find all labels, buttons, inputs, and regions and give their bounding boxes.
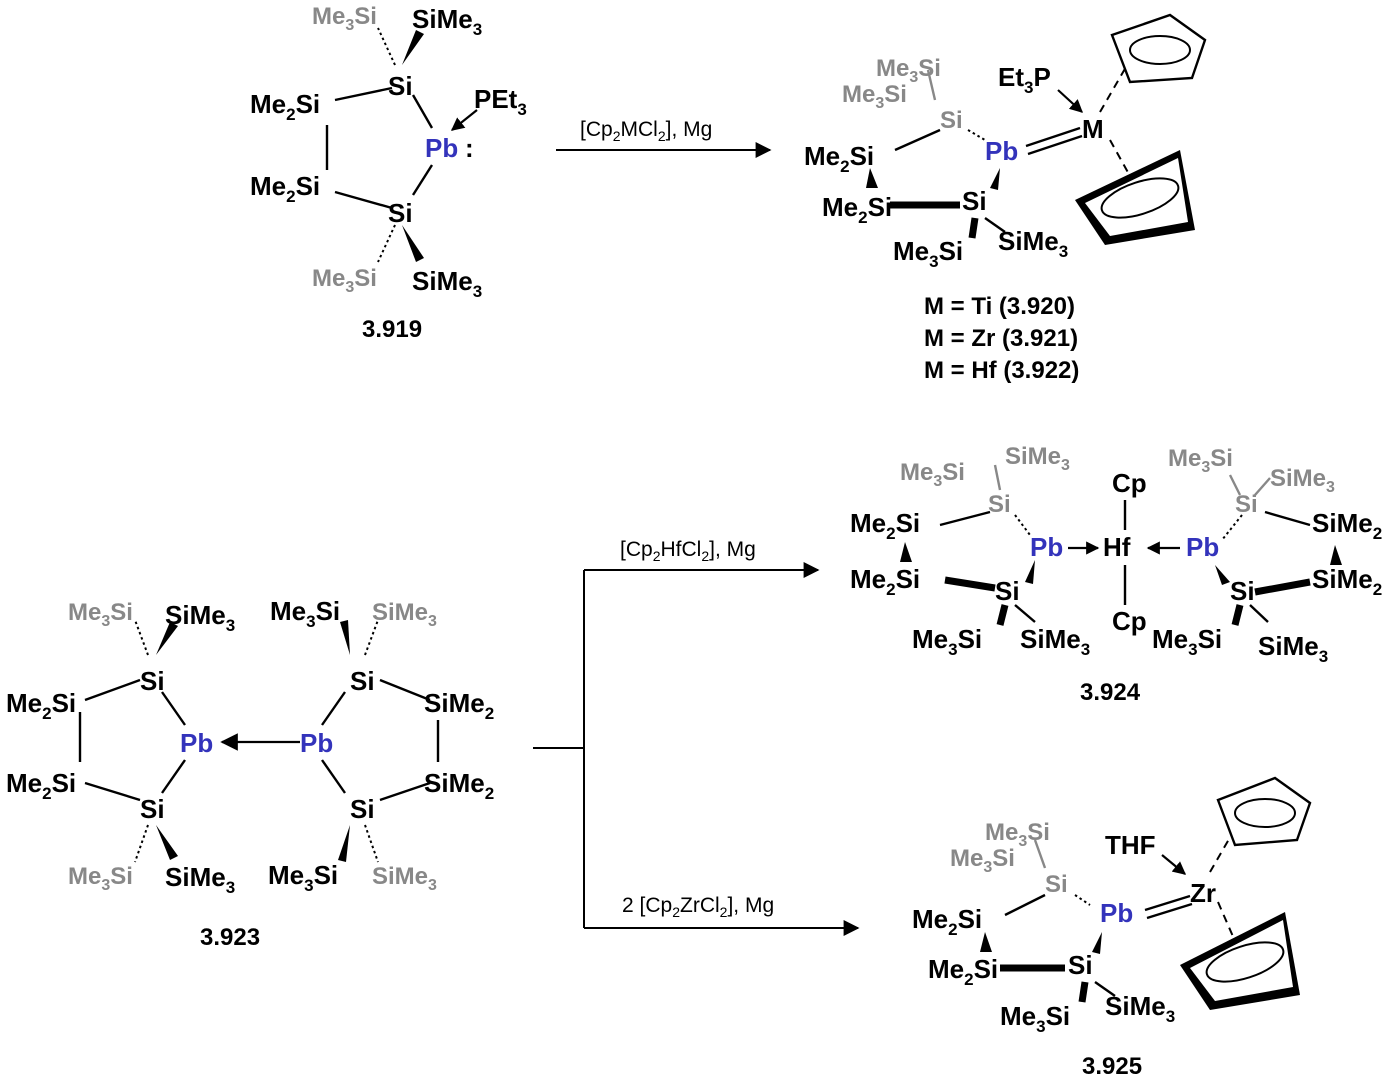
svg-text:PEt3: PEt3 — [474, 84, 527, 119]
svg-text:Me2Si: Me2Si — [912, 904, 982, 939]
svg-text:SiMe3: SiMe3 — [1020, 624, 1090, 659]
zirconium-atom: Zr — [1190, 878, 1216, 908]
legend-line-3: M = Hf (3.922) — [924, 357, 1079, 384]
svg-text:Me2Si: Me2Si — [928, 954, 998, 989]
svg-text:Si: Si — [1235, 491, 1258, 518]
svg-text:Me3Si: Me3Si — [912, 624, 982, 659]
svg-text:Me3Si: Me3Si — [68, 599, 133, 630]
compound-3-925: Me3Si Me3Si Si THF Zr Pb Me2Si Me2Si Si … — [912, 776, 1312, 1080]
svg-text:Si: Si — [350, 794, 375, 824]
svg-text:Cp: Cp — [1112, 468, 1147, 498]
lead-atom-right: Pb — [1186, 532, 1219, 562]
lead-atom: Pb — [1100, 898, 1133, 928]
svg-text:SiMe3: SiMe3 — [165, 600, 235, 635]
svg-text:SiMe2: SiMe2 — [424, 768, 494, 803]
svg-text:SiMe3: SiMe3 — [1105, 991, 1175, 1026]
svg-text:Me3Si: Me3Si — [893, 236, 963, 271]
svg-text:SiMe2: SiMe2 — [1312, 508, 1382, 543]
svg-text:SiMe2: SiMe2 — [424, 688, 494, 723]
svg-text:Si: Si — [1045, 871, 1068, 898]
legend-line-2: M = Zr (3.921) — [924, 325, 1078, 352]
compound-3-919: Me3Si SiMe3 Si Me2Si PEt3 Pb : Me2Si Si … — [250, 3, 527, 343]
svg-text:SiMe3: SiMe3 — [1258, 631, 1328, 666]
compound-label: 3.923 — [200, 924, 260, 951]
svg-text:Si: Si — [140, 666, 165, 696]
svg-text:Me2Si: Me2Si — [850, 564, 920, 599]
svg-text:Me3Si: Me3Si — [312, 3, 377, 34]
svg-text:Me3Si: Me3Si — [985, 819, 1050, 850]
lead-atom-right: Pb — [300, 728, 333, 758]
svg-text:Me2Si: Me2Si — [850, 508, 920, 543]
compound-label: 3.919 — [362, 316, 422, 343]
svg-text:SiMe3: SiMe3 — [412, 4, 482, 39]
svg-text:Me2Si: Me2Si — [804, 141, 874, 176]
svg-text:THF: THF — [1105, 830, 1156, 860]
svg-text:SiMe3: SiMe3 — [1270, 465, 1335, 496]
lead-atom: Pb — [985, 136, 1018, 166]
svg-text:Me2Si: Me2Si — [822, 192, 892, 227]
legend-line-1: M = Ti (3.920) — [924, 293, 1075, 320]
svg-text:Me3Si: Me3Si — [312, 265, 377, 296]
svg-text:[Cp2HfCl2], Mg: [Cp2HfCl2], Mg — [620, 538, 756, 564]
svg-text:SiMe3: SiMe3 — [412, 266, 482, 301]
svg-text:Me2Si: Me2Si — [6, 768, 76, 803]
svg-text::: : — [465, 133, 474, 163]
svg-text:Me3Si: Me3Si — [68, 863, 133, 894]
svg-text:Si: Si — [1068, 950, 1093, 980]
compound-3-924: Me3Si SiMe3 Si Me2Si Pb Hf Cp Cp Pb Me2S… — [850, 443, 1382, 706]
svg-text:Me3Si: Me3Si — [1168, 445, 1233, 476]
compound-3-920: Me3Si Me3Si Si Et3P M Pb Me2Si Me2Si Si … — [804, 13, 1207, 384]
svg-text:Si: Si — [388, 71, 413, 101]
svg-text:Me3Si: Me3Si — [1000, 1001, 1070, 1036]
svg-text:Si: Si — [995, 576, 1020, 606]
svg-text:Me2Si: Me2Si — [6, 688, 76, 723]
svg-text:Me3Si: Me3Si — [842, 81, 907, 112]
hafnium-atom: Hf — [1103, 532, 1131, 562]
lead-atom: Pb — [425, 133, 458, 163]
svg-text:Cp: Cp — [1112, 606, 1147, 636]
branch-arrows: [Cp2HfCl2], Mg 2 [Cp2ZrCl2], Mg — [533, 538, 860, 936]
compound-label: 3.924 — [1080, 679, 1141, 706]
svg-text:SiMe3: SiMe3 — [165, 862, 235, 897]
svg-text:Me3Si: Me3Si — [950, 845, 1015, 876]
compound-label: 3.925 — [1082, 1053, 1142, 1080]
reaction-arrow-1: [Cp2MCl2], Mg — [556, 118, 772, 158]
svg-text:[Cp2MCl2], Mg: [Cp2MCl2], Mg — [580, 118, 712, 144]
svg-text:Me3Si: Me3Si — [876, 55, 941, 86]
svg-text:SiMe2: SiMe2 — [1312, 564, 1382, 599]
svg-text:Si: Si — [940, 107, 963, 134]
svg-text:Si: Si — [988, 491, 1011, 518]
svg-text:Si: Si — [140, 794, 165, 824]
svg-text:Si: Si — [962, 186, 987, 216]
svg-text:Si: Si — [388, 198, 413, 228]
lead-atom-left: Pb — [180, 728, 213, 758]
svg-text:SiMe3: SiMe3 — [1005, 443, 1070, 474]
svg-text:Si: Si — [1230, 576, 1255, 606]
svg-text:Me2Si: Me2Si — [250, 89, 320, 124]
svg-text:2 [Cp2ZrCl2], Mg: 2 [Cp2ZrCl2], Mg — [622, 894, 774, 920]
svg-text:Me3Si: Me3Si — [900, 459, 965, 490]
svg-text:Si: Si — [350, 666, 375, 696]
svg-text:M: M — [1082, 114, 1104, 144]
svg-text:Et3P: Et3P — [998, 62, 1051, 97]
lead-atom-left: Pb — [1030, 532, 1063, 562]
svg-text:Me3Si: Me3Si — [270, 596, 340, 631]
svg-text:SiMe3: SiMe3 — [372, 599, 437, 630]
compound-3-923: Me3Si SiMe3 Si Me2Si Pb Pb Me2Si Si Me3S… — [6, 596, 494, 951]
svg-text:SiMe3: SiMe3 — [998, 226, 1068, 261]
svg-text:Me3Si: Me3Si — [268, 860, 338, 895]
svg-text:SiMe3: SiMe3 — [372, 863, 437, 894]
svg-text:Me2Si: Me2Si — [250, 171, 320, 206]
svg-text:Me3Si: Me3Si — [1152, 624, 1222, 659]
